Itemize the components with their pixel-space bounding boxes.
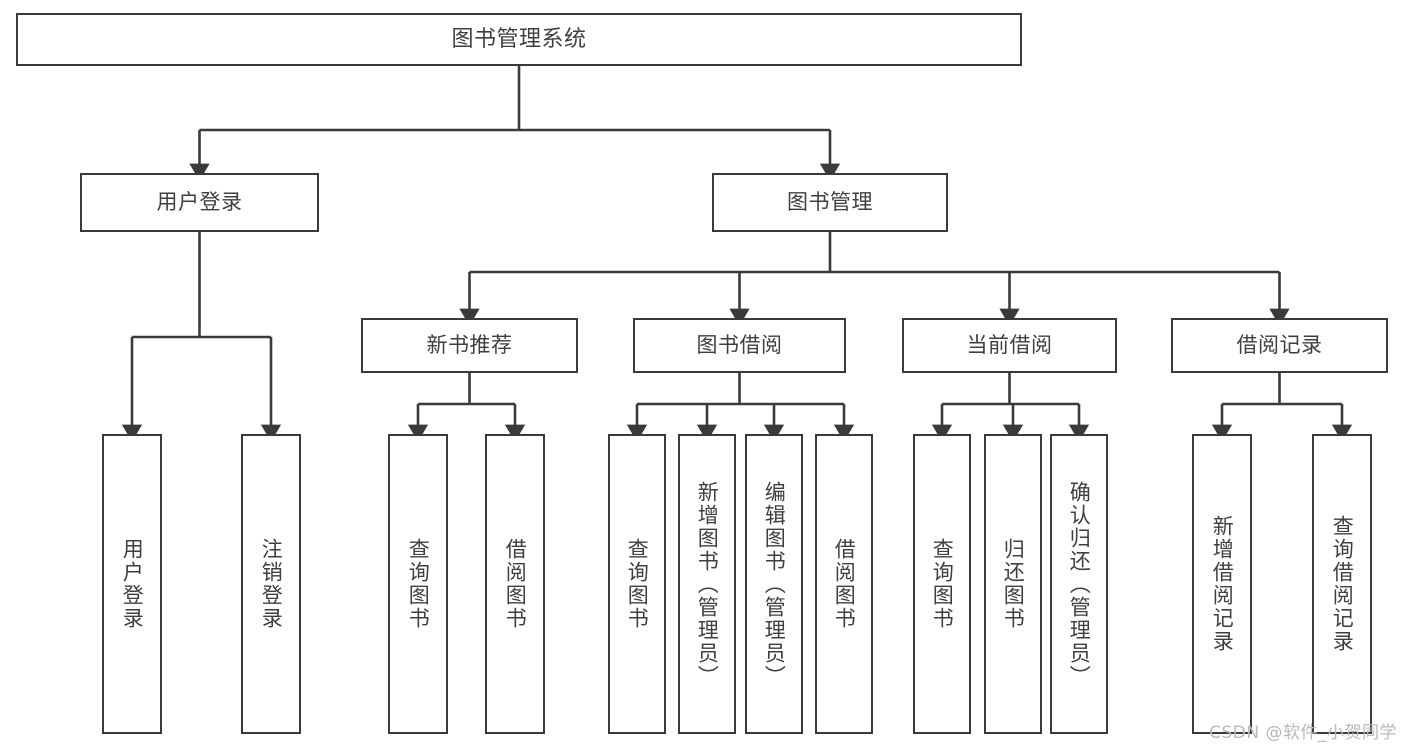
node-label: 当前借阅 [966,333,1053,358]
node-leaf-7[interactable]: 编辑图书（管理员） [745,434,803,734]
node-label: 确认归还（管理员） [1067,480,1092,688]
node-label: 查询借阅记录 [1330,515,1355,653]
node-label: 查询图书 [406,538,431,630]
node-label: 归还图书 [1001,538,1026,630]
node-leaf-2[interactable]: 注销登录 [241,434,301,734]
node-leaf-12[interactable]: 新增借阅记录 [1192,434,1252,734]
node-label: 新增图书（管理员） [695,480,720,688]
node-new-book-rec[interactable]: 新书推荐 [361,318,578,373]
node-leaf-5[interactable]: 查询图书 [608,434,666,734]
node-book-manage[interactable]: 图书管理 [712,173,948,232]
node-leaf-1[interactable]: 用户登录 [102,434,162,734]
node-label: 用户登录 [120,538,145,630]
node-root[interactable]: 图书管理系统 [16,13,1022,66]
node-leaf-6[interactable]: 新增图书（管理员） [678,434,736,734]
node-leaf-9[interactable]: 查询图书 [913,434,971,734]
node-label: 图书管理 [787,190,873,215]
node-leaf-10[interactable]: 归还图书 [984,434,1042,734]
node-label: 图书借阅 [696,333,783,358]
node-label: 注销登录 [259,538,284,630]
node-borrow-record[interactable]: 借阅记录 [1171,318,1388,373]
node-label: 查询图书 [625,538,650,630]
node-label: 借阅记录 [1236,333,1323,358]
node-label: 借阅图书 [832,538,857,630]
node-label: 图书管理系统 [451,26,587,52]
node-label: 编辑图书（管理员） [762,480,787,688]
node-leaf-11[interactable]: 确认归还（管理员） [1050,434,1108,734]
node-leaf-13[interactable]: 查询借阅记录 [1312,434,1372,734]
node-label: 用户登录 [156,190,243,215]
node-current-borrow[interactable]: 当前借阅 [902,318,1117,373]
node-book-borrow[interactable]: 图书借阅 [633,318,846,373]
node-leaf-3[interactable]: 查询图书 [388,434,448,734]
node-label: 查询图书 [930,538,955,630]
node-label: 借阅图书 [503,538,528,630]
node-leaf-8[interactable]: 借阅图书 [815,434,873,734]
node-user-login[interactable]: 用户登录 [80,173,319,232]
node-label: 新增借阅记录 [1210,515,1235,653]
watermark-text: CSDN @软件_小贺同学 [1209,723,1397,743]
node-leaf-4[interactable]: 借阅图书 [485,434,545,734]
node-label: 新书推荐 [426,333,513,358]
